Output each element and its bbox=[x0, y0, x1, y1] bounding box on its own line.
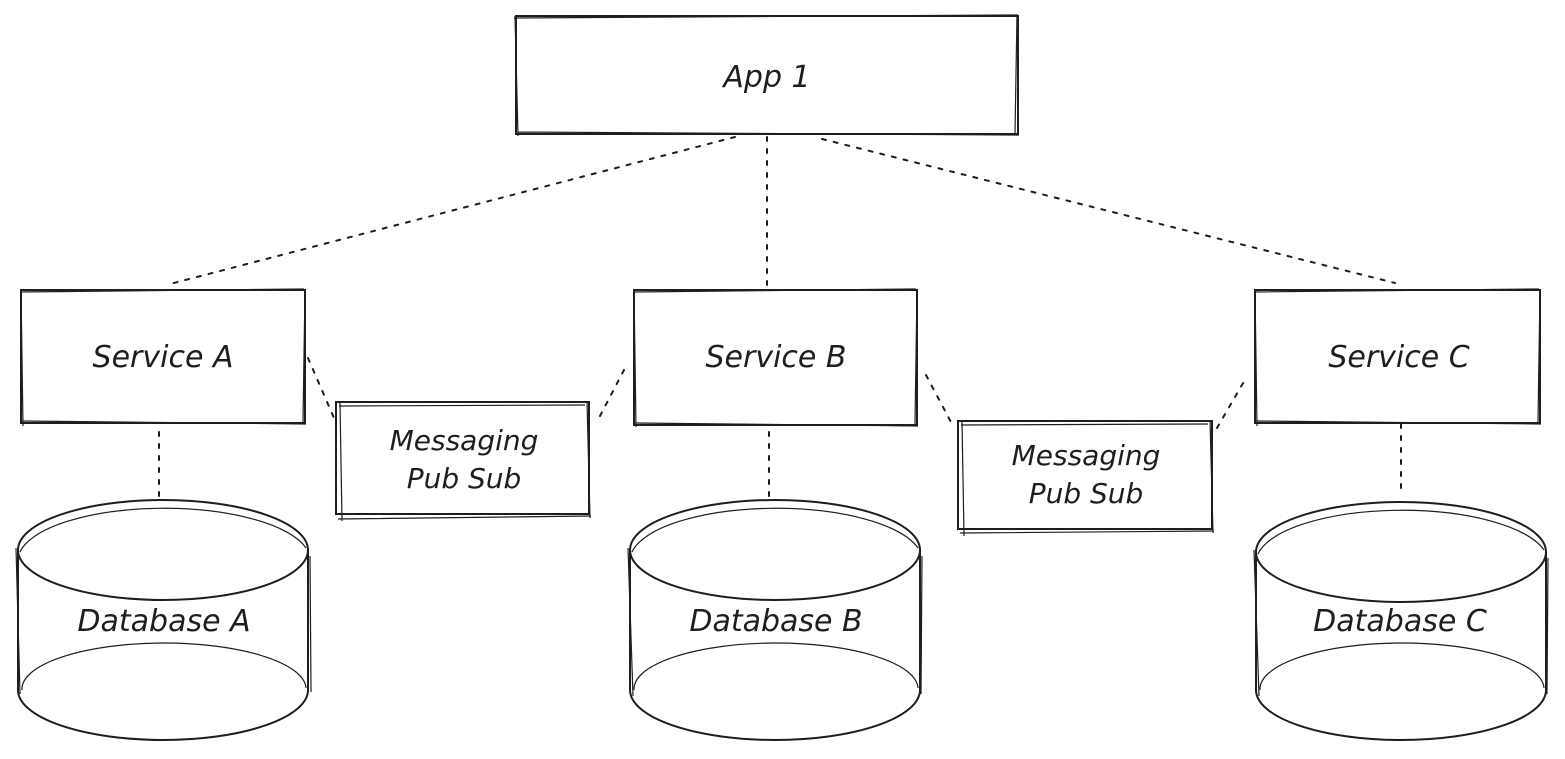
connector-app-service-c bbox=[821, 138, 1396, 284]
messaging-2-line-1: Messaging bbox=[1012, 439, 1161, 472]
connector-messaging-1-service-b bbox=[599, 369, 625, 417]
app-node[interactable]: App 1 bbox=[513, 13, 1020, 137]
service-b-label: Service B bbox=[706, 340, 847, 375]
connector-service-a-messaging-1 bbox=[307, 357, 335, 419]
database-b-label: Database B bbox=[689, 604, 862, 639]
connectors bbox=[158, 136, 1402, 497]
messaging-pubsub-2-node[interactable]: Messaging Pub Sub bbox=[957, 419, 1215, 537]
service-c-node[interactable]: Service C bbox=[1253, 288, 1542, 427]
connector-app-service-a bbox=[169, 136, 736, 285]
database-a-label: Database A bbox=[77, 604, 250, 639]
messaging-1-line-1: Messaging bbox=[390, 424, 539, 457]
service-a-label: Service A bbox=[93, 340, 234, 375]
database-c-node[interactable]: Database C bbox=[1253, 501, 1549, 741]
connector-service-b-messaging-2 bbox=[925, 374, 953, 425]
messaging-1-line-2: Pub Sub bbox=[407, 462, 522, 495]
database-a-node[interactable]: Database A bbox=[15, 499, 312, 741]
database-b-node[interactable]: Database B bbox=[627, 499, 923, 741]
messaging-2-line-2: Pub Sub bbox=[1029, 477, 1144, 510]
service-c-label: Service C bbox=[1328, 340, 1469, 375]
database-c-label: Database C bbox=[1313, 604, 1487, 639]
connector-messaging-2-service-c bbox=[1216, 377, 1247, 429]
service-a-node[interactable]: Service A bbox=[19, 288, 307, 427]
app-label: App 1 bbox=[721, 60, 810, 95]
service-b-node[interactable]: Service B bbox=[632, 288, 919, 428]
messaging-pubsub-1-node[interactable]: Messaging Pub Sub bbox=[335, 400, 592, 522]
